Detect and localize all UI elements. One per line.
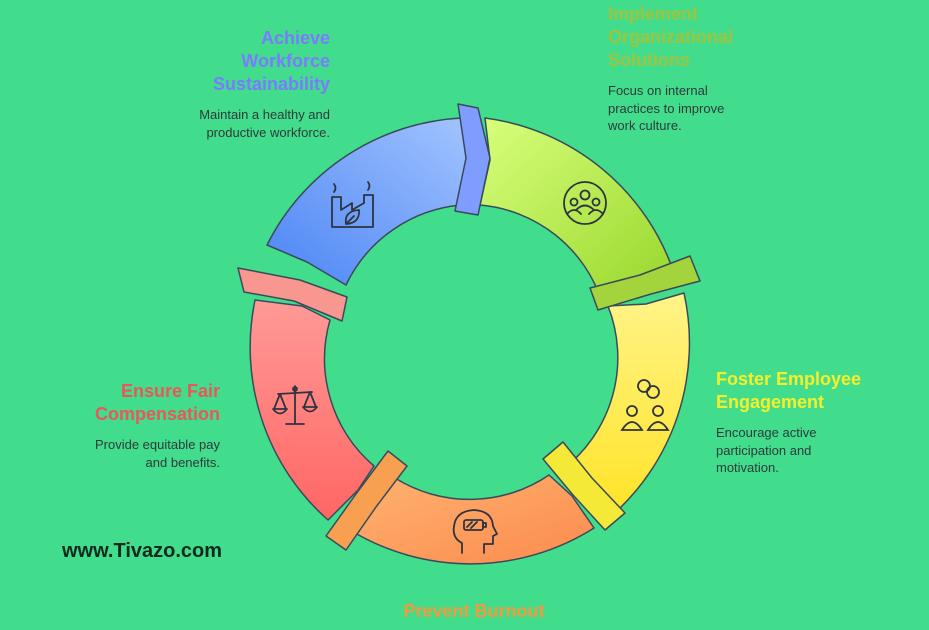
balance-scale-icon xyxy=(272,385,318,425)
step-description-engagement: Encourage active participation and motiv… xyxy=(716,425,817,475)
connector-green-yellow xyxy=(589,255,701,311)
connector-red-blue xyxy=(237,267,348,322)
step-title-organizational: Implement Organizational Solutions xyxy=(608,4,734,70)
segment-sustainability xyxy=(266,117,473,286)
step-organizational: Implement Organizational Solutions Focus… xyxy=(608,3,828,135)
linked-people-icon xyxy=(620,379,670,431)
head-battery-icon xyxy=(452,509,498,554)
step-description-compensation: Provide equitable pay and benefits. xyxy=(94,437,220,470)
step-title-burnout: Prevent Burnout xyxy=(403,601,545,621)
step-description-sustainability: Maintain a healthy and productive workfo… xyxy=(199,107,330,140)
group-people-icon xyxy=(563,181,607,225)
step-title-sustainability: Achieve Workforce Sustainability xyxy=(212,28,330,94)
step-burnout: Prevent Burnout xyxy=(360,600,588,623)
step-engagement: Foster Employee Engagement Encourage act… xyxy=(716,368,916,477)
factory-leaf-icon xyxy=(331,181,374,228)
connector-yellow-orange xyxy=(542,441,626,531)
step-title-compensation: Ensure Fair Compensation xyxy=(94,381,220,424)
connector-orange-red xyxy=(325,450,408,551)
step-title-engagement: Foster Employee Engagement xyxy=(716,369,862,412)
step-compensation: Ensure Fair Compensation Provide equitab… xyxy=(60,380,220,471)
website-watermark: www.Tivazo.com xyxy=(62,540,223,562)
step-description-organizational: Focus on internal practices to improve w… xyxy=(608,83,725,133)
segment-compensation xyxy=(249,299,375,521)
step-sustainability: Achieve Workforce Sustainability Maintai… xyxy=(150,27,330,141)
connector-blue-green xyxy=(454,103,491,216)
